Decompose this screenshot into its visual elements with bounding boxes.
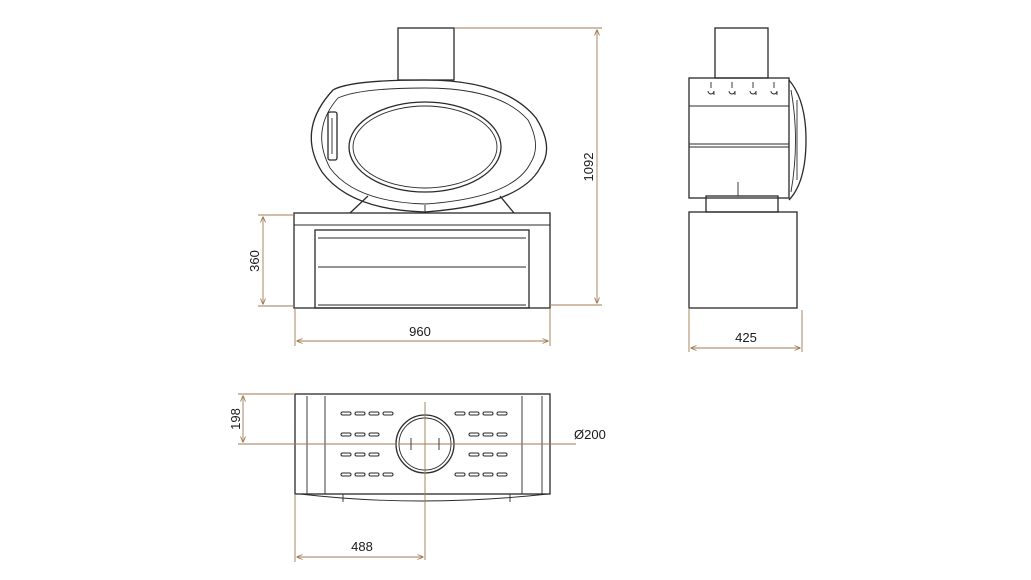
front-glass-window <box>348 101 502 193</box>
dim-front-width: 960 <box>294 308 551 346</box>
side-base <box>688 211 798 309</box>
front-view <box>293 27 551 309</box>
front-flue-pipe <box>397 27 455 81</box>
front-base <box>293 212 551 309</box>
top-vent-slots-right <box>454 411 508 477</box>
label-flue-diameter: Ø200 <box>574 427 606 442</box>
label-base-height: 360 <box>247 250 262 272</box>
side-door-curve <box>788 79 807 201</box>
top-front-curve <box>299 493 549 502</box>
dim-base-height: 360 <box>247 214 294 307</box>
label-flue-offset: 488 <box>351 539 373 554</box>
front-glass-inner <box>352 105 498 189</box>
top-vent-slots-left <box>340 411 394 477</box>
front-door-handle <box>327 111 338 161</box>
side-vent-hooks <box>707 82 778 95</box>
front-stove-rim <box>321 87 536 205</box>
side-view <box>688 27 807 309</box>
label-front-width: 960 <box>409 324 431 339</box>
label-height-total: 1092 <box>581 153 596 182</box>
dim-side-depth: 425 <box>688 308 803 352</box>
dim-height-total: 1092 <box>455 27 602 306</box>
label-side-depth: 425 <box>735 330 757 345</box>
dim-top-offset: 198 <box>228 393 396 445</box>
label-top-offset: 198 <box>228 408 243 430</box>
front-stove-body <box>310 79 548 213</box>
front-stand <box>349 195 515 214</box>
front-base-drawer <box>314 229 530 309</box>
top-view <box>294 393 551 560</box>
side-body <box>688 77 790 199</box>
side-flue-pipe <box>714 27 769 79</box>
dim-flue-diameter: Ø200 <box>454 427 606 445</box>
dim-flue-offset: 488 <box>294 494 423 562</box>
